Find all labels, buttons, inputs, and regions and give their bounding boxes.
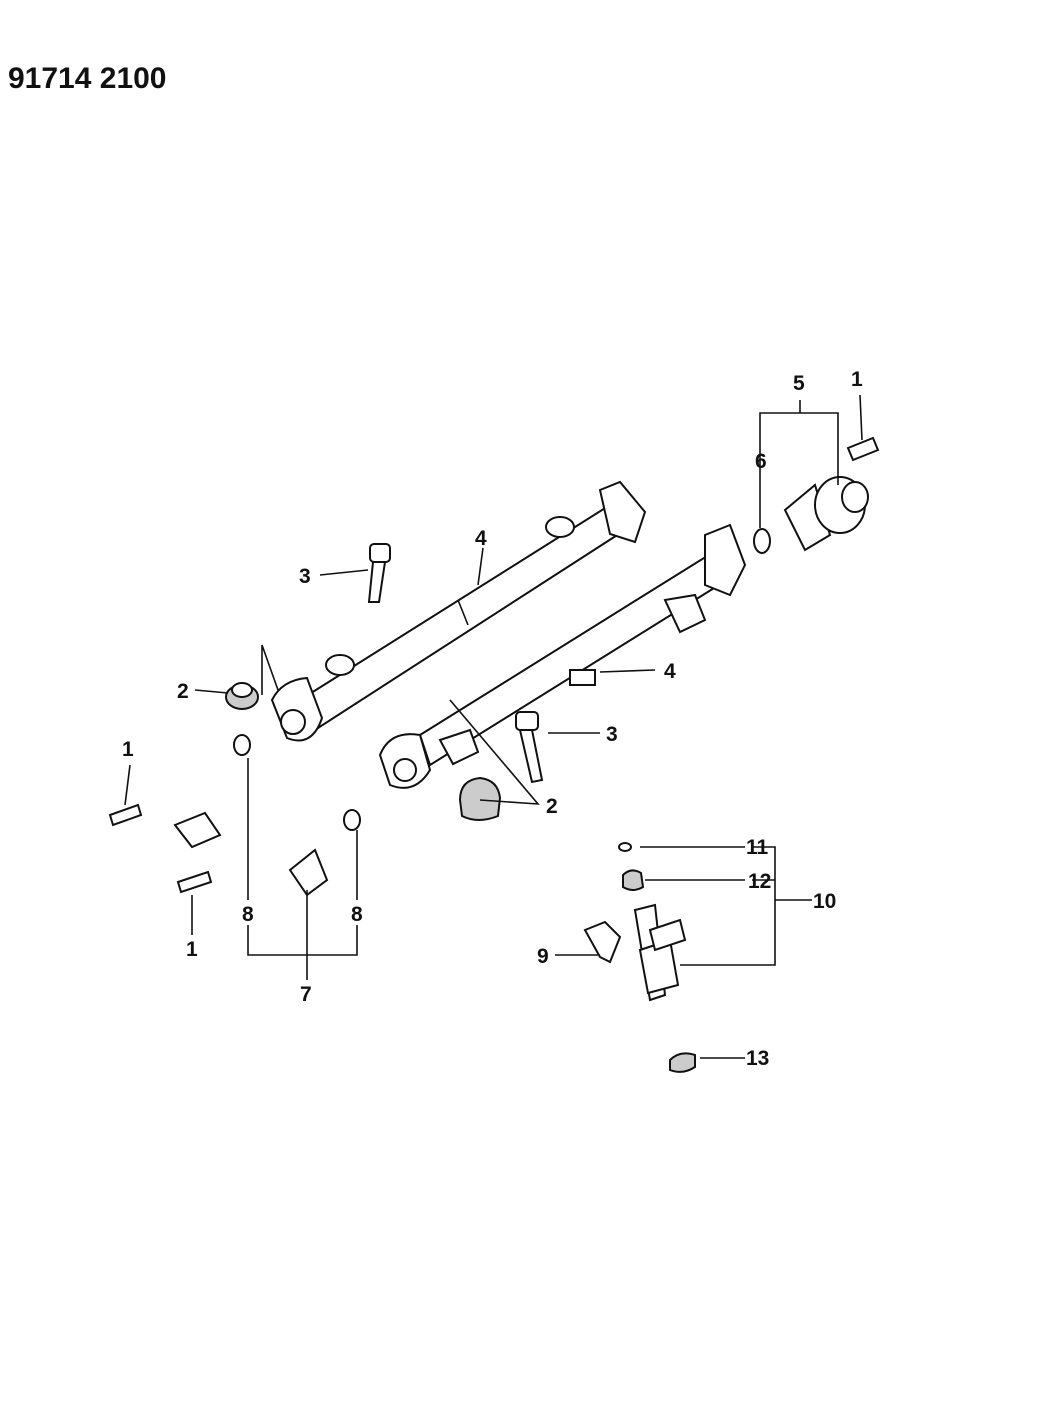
callout-12: 12 — [748, 870, 771, 893]
insulator-2-lower — [458, 776, 502, 821]
callout-1-regulator-bolt: 1 — [851, 368, 863, 391]
callout-1-left-bottom: 1 — [186, 938, 198, 961]
bolt-1-left-top — [108, 803, 143, 827]
leader-lines — [124, 394, 863, 1059]
o-ring-11 — [618, 842, 632, 852]
callout-2-lower: 2 — [546, 795, 558, 818]
callout-4-upper: 4 — [475, 527, 487, 550]
callout-10: 10 — [813, 890, 836, 913]
callout-3-lower: 3 — [606, 723, 618, 746]
callout-5: 5 — [793, 372, 805, 395]
callout-6: 6 — [755, 450, 767, 473]
fuel-rail-lower — [378, 523, 747, 789]
injector-10 — [633, 903, 687, 1002]
callout-1-left-top: 1 — [122, 738, 134, 761]
callout-8-right: 8 — [351, 903, 363, 926]
o-ring-8-right — [343, 809, 361, 831]
seal-13 — [669, 1052, 696, 1073]
callout-9: 9 — [537, 945, 549, 968]
insulator-2-upper — [225, 682, 259, 710]
diagram-number: 91714 2100 — [8, 62, 167, 95]
bolt-1-left-bottom — [176, 870, 213, 894]
callout-13: 13 — [746, 1047, 769, 1070]
bolt-3-upper — [367, 543, 391, 603]
callout-4-lower: 4 — [664, 660, 676, 683]
callout-2-upper: 2 — [177, 680, 189, 703]
clip-9 — [583, 920, 622, 964]
o-ring-8-left — [233, 734, 251, 756]
bolt-1-regulator — [846, 436, 880, 462]
callout-7: 7 — [300, 983, 312, 1006]
callout-11: 11 — [746, 836, 769, 859]
callout-3-upper: 3 — [299, 565, 311, 588]
o-ring-6 — [753, 528, 771, 554]
fuel-rail-upper — [270, 480, 647, 742]
pressure-regulator-5 — [783, 476, 869, 552]
callout-8-left: 8 — [242, 903, 254, 926]
bolt-3-lower — [515, 711, 544, 784]
delivery-pipe-7 — [173, 811, 329, 903]
grommet-12 — [622, 869, 645, 891]
